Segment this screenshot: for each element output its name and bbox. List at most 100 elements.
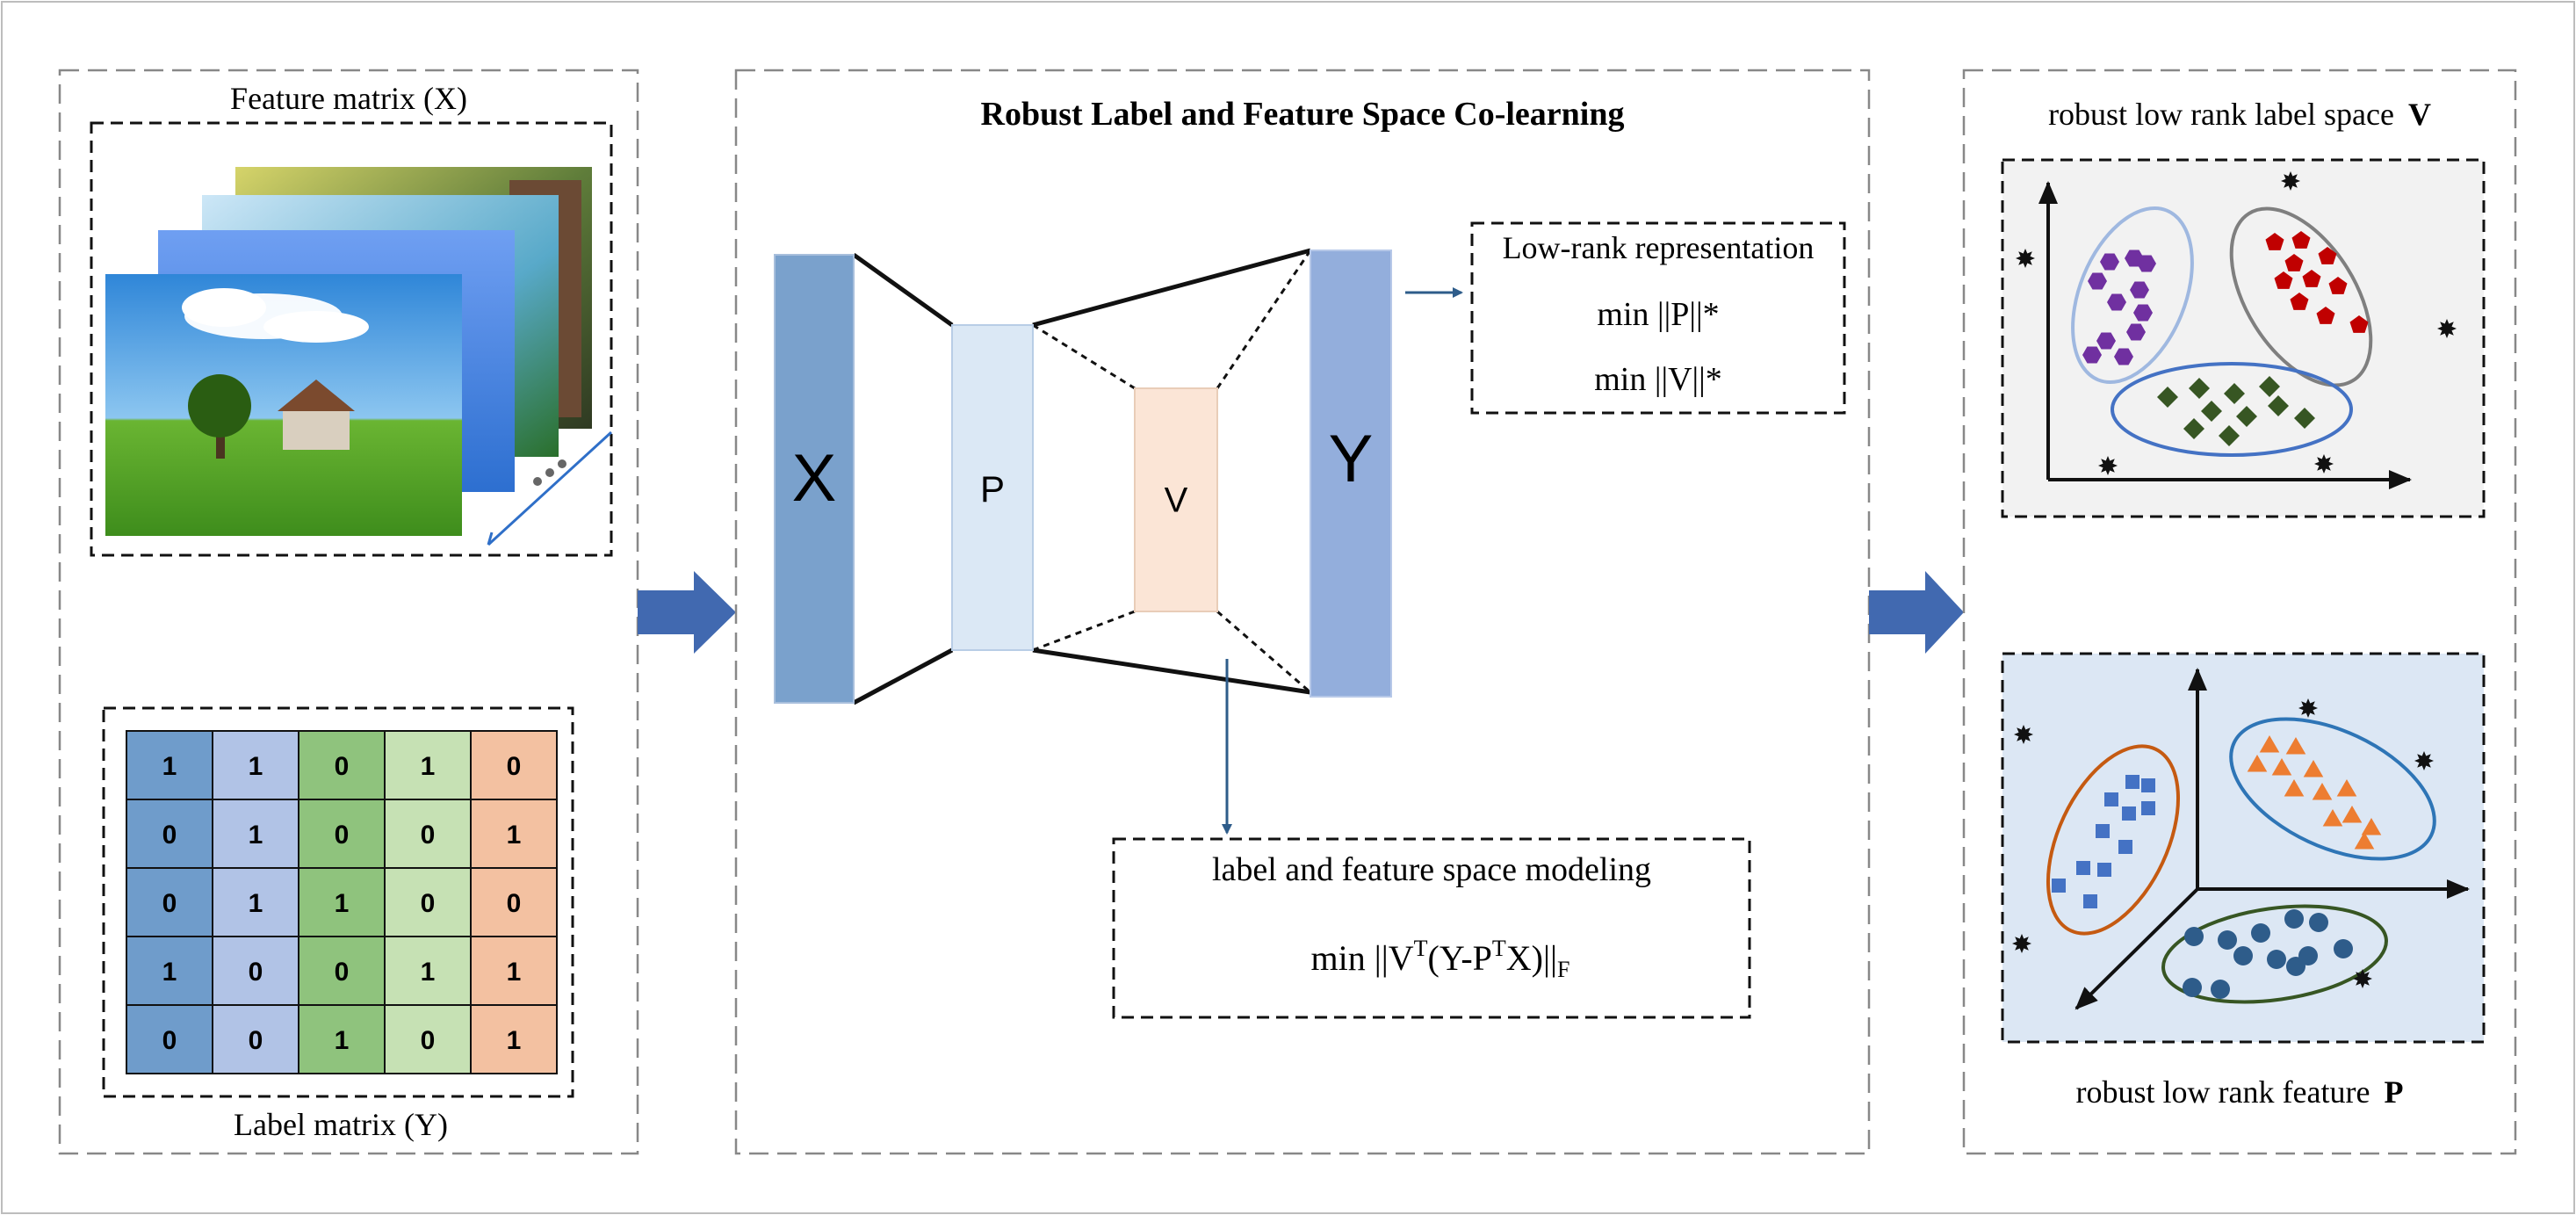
matrix-cell (212, 867, 299, 937)
matrix-cell-value: 0 (421, 889, 436, 918)
triangle-point (2354, 832, 2375, 850)
connector-v-y-top (1216, 250, 1312, 389)
red-point (2349, 315, 2369, 333)
green-cluster (2111, 362, 2353, 457)
triangle-point (2361, 818, 2382, 835)
connector-x-p-bottom (852, 647, 954, 705)
purple-point (2107, 293, 2126, 311)
matrix-cell (212, 730, 299, 800)
square-point (2141, 778, 2155, 792)
purple-point (2130, 281, 2149, 299)
matrix-cell-value: 1 (335, 1026, 350, 1055)
triangle-point (2303, 760, 2324, 777)
label-matrix-box (102, 706, 574, 1098)
right-panel (1962, 69, 2517, 1155)
square-point (2122, 806, 2136, 821)
matrix-cell (212, 936, 299, 1006)
purple-point (2096, 332, 2116, 350)
circle-point (2284, 909, 2304, 929)
red-point (2274, 271, 2293, 289)
matrix-cell-value: 0 (507, 752, 522, 781)
modeling-equation: min ||VT(Y-PTX)||F (1311, 936, 1570, 982)
stack-edge (487, 430, 613, 546)
house-roof (278, 380, 355, 411)
layer-p (951, 324, 1034, 651)
outlier-point (2298, 698, 2318, 718)
green-point (2219, 425, 2240, 446)
house-icon (283, 411, 350, 450)
feature-matrix-box (90, 121, 613, 557)
outlier-point (2098, 456, 2118, 475)
red-point (2318, 247, 2337, 264)
square-point (2097, 863, 2111, 877)
matrix-cell (470, 936, 558, 1006)
matrix-cell-value: 0 (249, 1026, 263, 1055)
matrix-cell-value: 0 (421, 1026, 436, 1055)
matrix-cell (298, 799, 386, 869)
layer-y (1310, 250, 1392, 698)
red-point (2284, 254, 2304, 271)
modeling-box (1112, 837, 1751, 1019)
outlier-point (2437, 319, 2457, 338)
matrix-cell-value: 1 (421, 958, 436, 987)
feature-space-plot (2001, 652, 2486, 1044)
triangle-point (2259, 735, 2280, 753)
flow-arrow-left (638, 571, 736, 654)
matrix-cell-value: 0 (335, 958, 350, 987)
matrix-cell-value: 0 (421, 821, 436, 850)
red-point (2328, 277, 2348, 294)
matrix-cell-value: 1 (507, 821, 522, 850)
matrix-cell (298, 867, 386, 937)
purple-point (2088, 272, 2107, 290)
green-point (2157, 387, 2178, 408)
layer-v (1134, 387, 1218, 612)
layer-x-label: X (792, 441, 837, 516)
matrix-cell (470, 799, 558, 869)
feature-space-y-axis (2075, 887, 2199, 1010)
matrix-cell (298, 1004, 386, 1074)
green-point (2201, 401, 2222, 422)
matrix-cell (126, 730, 213, 800)
green-point (2259, 376, 2280, 397)
circle-point (2286, 957, 2305, 976)
layer-y-label: Y (1329, 422, 1374, 496)
matrix-cell (126, 936, 213, 1006)
matrix-cell-value: 1 (162, 752, 177, 781)
green-point (2183, 418, 2204, 439)
circle-point (2211, 980, 2230, 999)
purple-cluster (2071, 206, 2194, 385)
matrix-cell-value: 0 (162, 889, 177, 918)
layer-v-label: V (1165, 481, 1188, 520)
layer-x (774, 254, 855, 704)
square-point (2141, 801, 2155, 815)
circle-cluster (2161, 904, 2388, 1004)
matrix-cell (126, 1004, 213, 1074)
triangle-point (2247, 755, 2268, 772)
triangle-point (2322, 809, 2343, 827)
green-point (2224, 383, 2245, 404)
red-point (2291, 231, 2311, 249)
outlier-point (2314, 454, 2334, 474)
square-cluster (2046, 744, 2181, 936)
matrix-cell-value: 0 (162, 821, 177, 850)
flow-arrow-right (1869, 571, 1964, 654)
square-point (2052, 879, 2066, 893)
matrix-cell-value: 0 (507, 889, 522, 918)
layer-p-label: P (980, 468, 1005, 510)
outlier-point (2414, 751, 2434, 770)
feature-matrix-title: Feature matrix (X) (230, 81, 467, 116)
green-point (2268, 395, 2289, 416)
triangle-point (2341, 806, 2363, 823)
red-cluster (2229, 206, 2373, 387)
circle-point (2233, 946, 2253, 965)
triangle-cluster (2229, 717, 2436, 861)
matrix-cell-value: 1 (507, 958, 522, 987)
feature-image-stack (105, 167, 613, 546)
lowrank-box (1470, 221, 1846, 415)
purple-point (2126, 323, 2146, 341)
green-point (2294, 408, 2315, 429)
matrix-cell-value: 1 (335, 889, 350, 918)
purple-point (2100, 253, 2119, 271)
matrix-cell-value: 0 (249, 958, 263, 987)
connector-p-v-bottom (1032, 610, 1136, 652)
